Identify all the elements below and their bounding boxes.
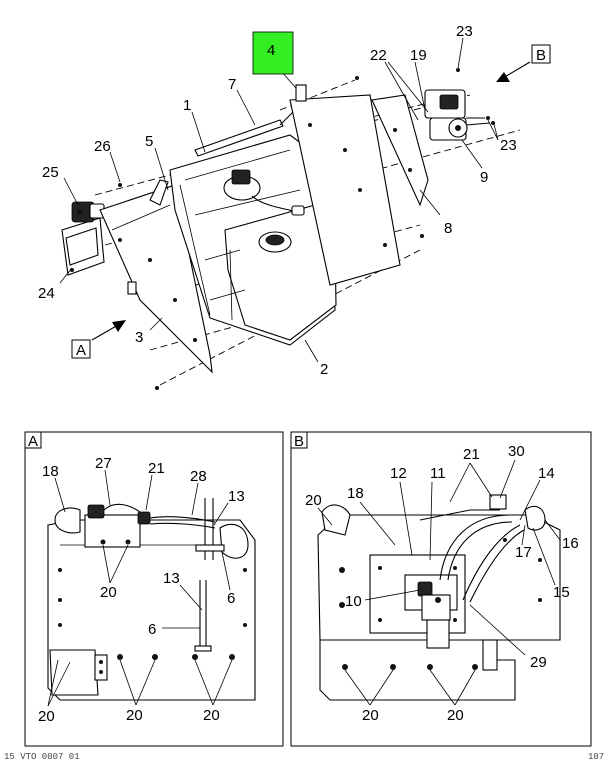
detail-a-callout-18: 18	[42, 463, 59, 480]
left-mount-bracket	[61, 201, 105, 276]
callout-1: 1	[183, 97, 191, 114]
callout-25: 25	[42, 164, 59, 181]
detail-a-callout-13-mid: 13	[163, 570, 180, 587]
right-component-cluster	[424, 68, 495, 141]
panel-a-tag-box	[24, 431, 42, 449]
panel-b-tag: B	[294, 433, 304, 450]
view-label-b-box	[531, 44, 551, 64]
detail-b-callout-12: 12	[390, 465, 407, 482]
callout-3: 3	[135, 329, 143, 346]
callout-26: 26	[94, 138, 111, 155]
detail-b-callout-16: 16	[562, 535, 579, 552]
detail-a-callout-13-top: 13	[228, 488, 245, 505]
detail-a-callout-27: 27	[95, 455, 112, 472]
callout-23-right: 23	[500, 137, 517, 154]
callout-2: 2	[320, 361, 328, 378]
detail-b-callout-17: 17	[515, 544, 532, 561]
detail-b-callout-11: 11	[430, 465, 446, 482]
drawing-number: 15 VTO 0007 01	[4, 752, 80, 761]
view-arrow-a	[91, 320, 126, 341]
detail-b-callout-20-right: 20	[447, 707, 464, 724]
detail-a-callout-20-left: 20	[38, 708, 55, 725]
view-label-b: B	[536, 47, 546, 64]
detail-a-callout-6-right: 6	[227, 590, 235, 607]
callout-leaders	[59, 37, 499, 363]
detail-b-callout-18: 18	[347, 485, 364, 502]
detail-b-callout-21: 21	[463, 446, 480, 463]
callout-23-top: 23	[456, 23, 473, 40]
support-straps	[149, 109, 296, 206]
view-label-a-box	[71, 339, 91, 359]
page-number: 107	[588, 752, 604, 761]
detail-b-callout-10: 10	[345, 593, 362, 610]
detail-b-callout-30: 30	[508, 443, 525, 460]
detail-b-callout-29: 29	[530, 654, 547, 671]
fuel-tank-assembly	[169, 134, 337, 346]
callout-24: 24	[38, 285, 55, 302]
detail-a-callout-20-upper: 20	[100, 584, 117, 601]
callout-22: 22	[370, 47, 387, 64]
detail-a-callout-20-center: 20	[126, 707, 143, 724]
callout-19: 19	[410, 47, 427, 64]
highlight-box-4	[252, 31, 294, 75]
callout-5: 5	[145, 133, 153, 150]
detail-a-callout-6-mid: 6	[148, 621, 156, 638]
detail-panel-a: A	[24, 431, 284, 747]
callout-7: 7	[228, 76, 236, 93]
detail-a-callout-20-right: 20	[203, 707, 220, 724]
detail-b-callout-14: 14	[538, 465, 555, 482]
detail-a-callout-21: 21	[148, 460, 165, 477]
detail-b-callout-20-left: 20	[362, 707, 379, 724]
right-mounting-plate	[289, 84, 429, 286]
callout-8: 8	[444, 220, 452, 237]
fasteners	[70, 76, 424, 390]
callout-4: 4	[267, 42, 275, 59]
detail-a-callout-28: 28	[190, 468, 207, 485]
detail-b-callout-15: 15	[553, 584, 570, 601]
callout-9: 9	[480, 169, 488, 186]
view-arrow-b	[496, 61, 531, 82]
view-label-a: A	[76, 342, 86, 359]
exploded-view: 4 1 7 5 26 25 24 3 2 8 9 22 19 23 23 A B	[38, 23, 551, 390]
detail-panel-b: B	[290, 431, 592, 747]
detail-b-callout-20-top: 20	[305, 492, 322, 509]
panel-b-tag-box	[290, 431, 308, 449]
panel-a-tag: A	[28, 433, 38, 450]
